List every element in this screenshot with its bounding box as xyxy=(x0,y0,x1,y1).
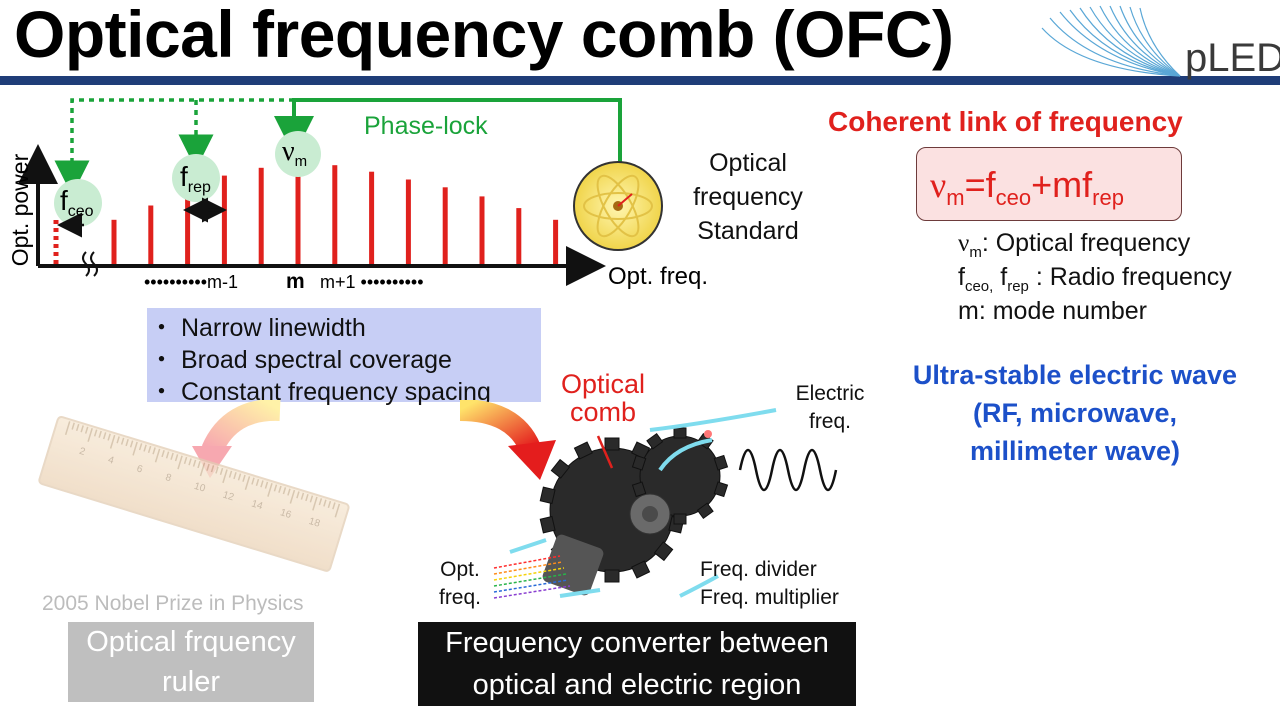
ruler-tick-label: 10 xyxy=(193,481,207,495)
ruler-tick-label: 6 xyxy=(135,463,144,475)
comb-tooth xyxy=(369,171,375,264)
x-axis-label: Opt. freq. xyxy=(608,263,708,290)
optical-ruler-box: Optical frquency ruler xyxy=(68,622,314,702)
ultra-stable-wave-text: Ultra-stable electric wave (RF, microwav… xyxy=(912,360,1238,466)
comb-tooth xyxy=(332,165,338,264)
mode-dots-right: m+1 •••••••••• xyxy=(320,272,424,292)
freq-divider-multiplier-label: Freq. divider Freq. multiplier xyxy=(700,558,839,609)
ruler-tick-label: 2 xyxy=(78,446,87,458)
ruler-tick-label: 18 xyxy=(307,516,321,530)
mode-m-label: m xyxy=(286,270,305,293)
curved-arrow-converter-icon xyxy=(459,400,541,453)
pled-logo-text: pLED xyxy=(1185,36,1280,80)
bullet-item: ・ Narrow linewidth xyxy=(149,314,366,342)
ruler-tick-label: 12 xyxy=(221,490,235,504)
comb-tooth xyxy=(516,208,522,264)
def-optical-frequency: νm: Optical frequency xyxy=(958,229,1191,261)
comb-tooth xyxy=(221,175,227,264)
mode-dots-left: ••••••••••m-1 xyxy=(144,272,238,292)
lower-illustrations: 2 4 6 8 10 12 14 16 18 xyxy=(38,400,838,599)
comb-tooth xyxy=(185,186,191,264)
frep-bubble xyxy=(172,154,220,202)
bullet-item: ・ Constant frequency spacing xyxy=(149,378,491,406)
axis-break-icon xyxy=(82,251,90,277)
frequency-converter-box: Frequency converter between optical and … xyxy=(418,622,856,706)
def-radio-frequency: fceo, frep : Radio frequency xyxy=(958,263,1232,295)
frep-label: frep xyxy=(180,161,211,196)
curved-arrow-ruler-icon xyxy=(201,400,281,455)
bullet-item: ・ Broad spectral coverage xyxy=(149,346,452,374)
comb-formula: νm=fceo+mfrep xyxy=(930,164,1124,211)
ruler-tick-label: 14 xyxy=(250,498,264,512)
ruler-icon: 2 4 6 8 10 12 14 16 18 xyxy=(38,415,350,572)
atom-standard-icon xyxy=(573,161,663,251)
comb-tooth xyxy=(405,179,411,264)
slide-title: Optical frequency comb (OFC) xyxy=(14,0,954,71)
phase-lock-dotted-fceo xyxy=(54,98,294,196)
ruler-tick-label: 8 xyxy=(164,472,173,484)
gears-converter-icon xyxy=(493,408,838,599)
optical-comb-label: Optical comb xyxy=(560,369,646,427)
phase-lock-label: Phase-lock xyxy=(364,112,488,140)
ruler-tick-label: 16 xyxy=(279,507,293,521)
comb-tooth xyxy=(442,187,448,264)
num-bubble xyxy=(275,131,321,177)
features-bullet-box: ・ Narrow linewidth ・ Broad spectral cove… xyxy=(147,308,541,406)
coherent-link-title: Coherent link of frequency xyxy=(828,106,1183,137)
fceo-label: fceo xyxy=(60,185,94,220)
optical-standard-label: Optical frequency Standard xyxy=(693,149,803,245)
pled-logo-arcs-icon xyxy=(1041,5,1181,77)
y-axis-label: Opt. power xyxy=(7,153,33,266)
ruler-tick-label: 4 xyxy=(107,455,116,467)
def-mode-number: m: mode number xyxy=(958,297,1147,325)
formula-box xyxy=(916,147,1182,221)
comb-tooth xyxy=(479,196,485,264)
nobel-prize-caption: 2005 Nobel Prize in Physics xyxy=(42,592,304,615)
title-rule xyxy=(0,76,1280,85)
opt-freq-label: Opt. freq. xyxy=(438,558,482,609)
num-label: νm xyxy=(282,136,307,170)
comb-tooth xyxy=(295,161,301,264)
phase-lock-line xyxy=(274,98,622,170)
comb-tooth xyxy=(111,219,117,264)
comb-tooth xyxy=(148,205,154,264)
comb-spectrum-diagram: Opt. power Opt. freq. Phase-lock fceo fr… xyxy=(7,98,708,293)
comb-tooth xyxy=(258,167,264,264)
electric-freq-label: Electric freq. xyxy=(795,382,865,433)
electric-wave-icon xyxy=(738,448,838,492)
comb-tooth xyxy=(553,219,559,264)
